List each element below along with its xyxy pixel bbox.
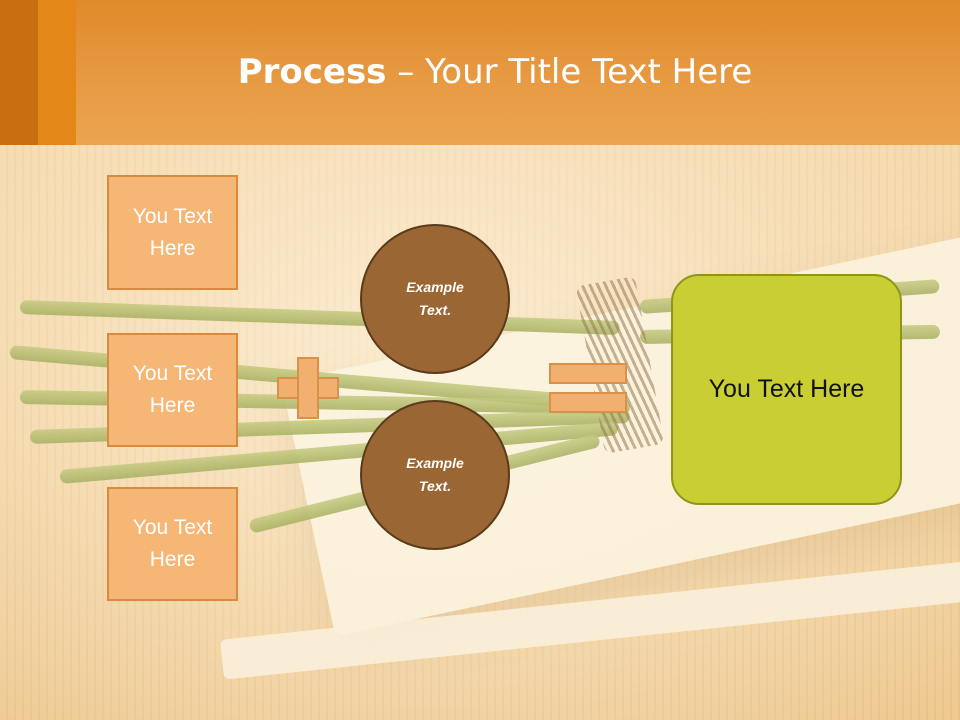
text-box-1[interactable]: You Text Here xyxy=(107,175,238,290)
text-box-line: You Text xyxy=(132,204,213,228)
example-circle-1[interactable]: Example Text. xyxy=(360,224,510,374)
equals-icon-bottom-bar xyxy=(549,392,627,413)
text-box-line: You Text xyxy=(132,362,213,385)
header-accent-stripe xyxy=(38,0,76,145)
slide-title-rest: – Your Title Text Here xyxy=(386,52,753,92)
text-box-line: Here xyxy=(149,394,196,417)
header-accent-stripe xyxy=(0,0,38,145)
slide-title-bold: Process xyxy=(237,52,387,92)
text-box-2[interactable]: You Text Here xyxy=(107,333,238,447)
example-circle-2[interactable]: Example Text. xyxy=(360,400,510,550)
text-box-line: You Text xyxy=(132,516,213,539)
equals-icon-top-bar xyxy=(549,363,627,384)
text-box-line: Here xyxy=(149,236,196,260)
circle-line: Example xyxy=(406,279,464,295)
text-box-line: Here xyxy=(149,548,196,571)
text-box-3[interactable]: You Text Here xyxy=(107,487,238,601)
slide-title[interactable]: Process – Your Title Text Here xyxy=(0,52,960,92)
circle-line: Text. xyxy=(418,478,452,494)
result-box[interactable]: You Text Here xyxy=(671,274,902,505)
circle-line: Text. xyxy=(418,302,452,318)
circle-line: Example xyxy=(406,455,464,471)
result-box-label: You Text Here xyxy=(708,375,865,403)
plus-icon-center xyxy=(299,379,317,397)
slide-header: Process – Your Title Text Here xyxy=(0,0,960,145)
